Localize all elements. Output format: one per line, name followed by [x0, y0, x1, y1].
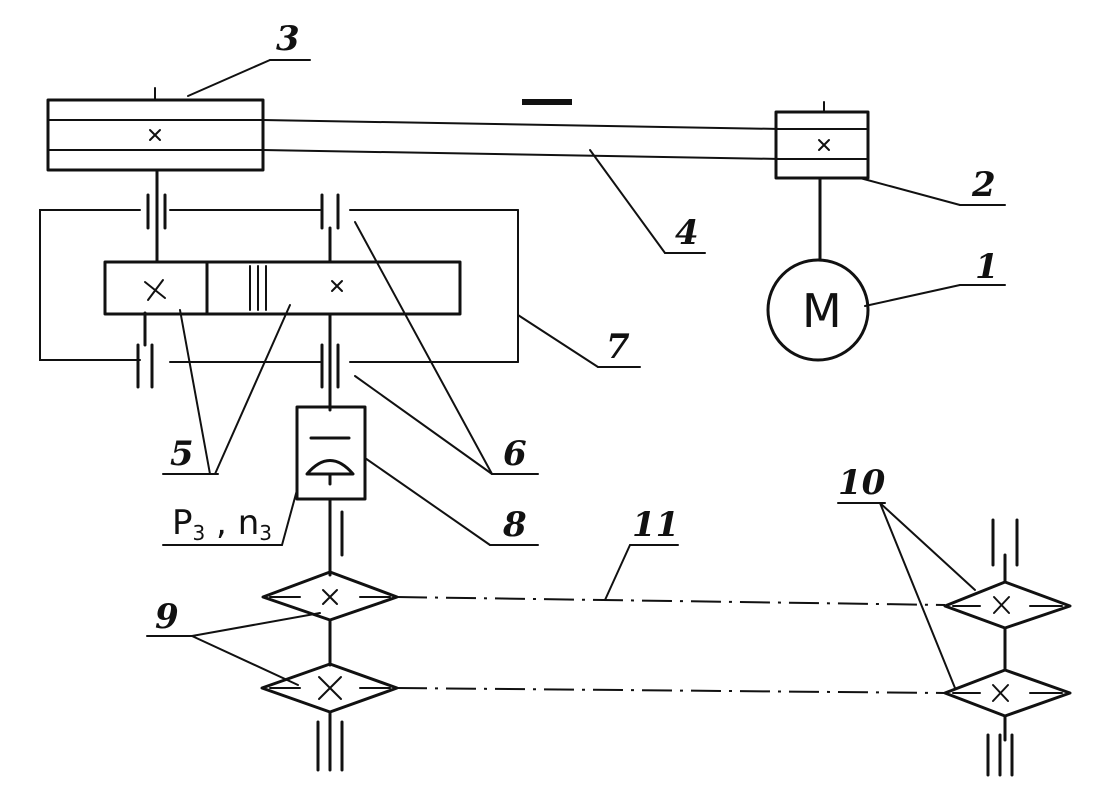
- label-1: 1: [975, 247, 999, 287]
- bearings: [136, 193, 340, 389]
- belt-direction-mark: [522, 99, 572, 105]
- driven-sprocket-lower: [943, 668, 1072, 718]
- power-separator: ,: [205, 503, 238, 543]
- large-pulley: [46, 87, 265, 172]
- drive-shaft-bearing: [316, 720, 344, 772]
- label-11: 11: [632, 505, 680, 545]
- label-2: 2: [972, 165, 996, 205]
- label-3: 3: [276, 19, 300, 59]
- driven-shaft: [986, 518, 1019, 777]
- power-speed-label: P3 , n3: [172, 506, 272, 543]
- gearbox-housing: [39, 209, 519, 363]
- power-symbol: P: [172, 503, 193, 543]
- label-5: 5: [170, 434, 194, 474]
- label-6: 6: [503, 434, 527, 474]
- leader-lines: [146, 59, 1006, 689]
- gear-pair: [103, 260, 462, 316]
- motor: [766, 176, 870, 362]
- chain-lower: [396, 687, 946, 694]
- small-pulley: [774, 101, 870, 180]
- drive-sprocket-upper: [261, 570, 399, 622]
- label-9: 9: [155, 597, 179, 637]
- drive-sprocket-lower: [260, 662, 399, 714]
- motor-symbol: M: [802, 284, 842, 338]
- coupling: [295, 405, 367, 501]
- power-subscript: 3: [192, 521, 206, 545]
- label-8: 8: [503, 505, 527, 545]
- label-7: 7: [606, 327, 630, 367]
- belt: [262, 119, 781, 160]
- speed-subscript: 3: [259, 521, 272, 545]
- label-10: 10: [838, 463, 886, 503]
- chain-upper: [396, 596, 946, 606]
- driven-sprocket-upper: [943, 580, 1072, 630]
- speed-symbol: n: [237, 503, 260, 543]
- label-4: 4: [675, 213, 699, 253]
